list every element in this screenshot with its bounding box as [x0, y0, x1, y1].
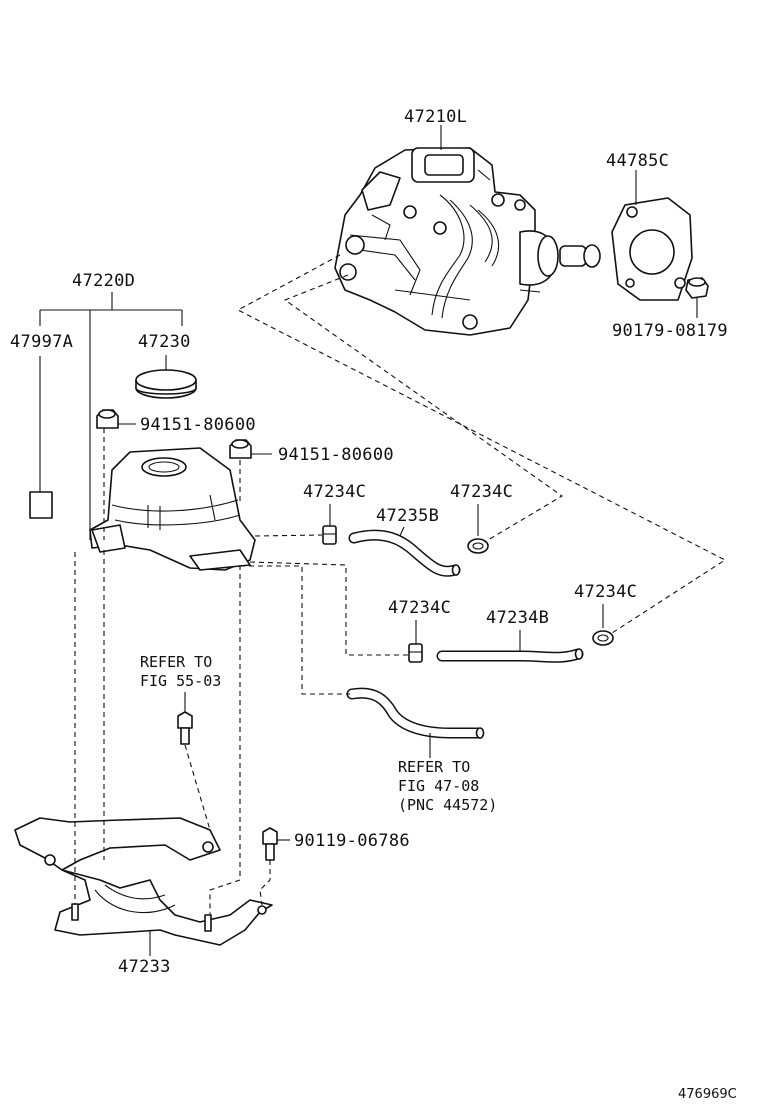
refer-55-03-line1: REFER TO [140, 653, 212, 671]
label-44785C: 44785C [606, 151, 669, 171]
refer-55-03-line2: FIG 55-03 [140, 672, 221, 690]
label-90119: 90119-06786 [294, 831, 410, 851]
refer-47-08-line2: FIG 47-08 [398, 777, 479, 795]
label-47234C-c: 47234C [388, 598, 451, 618]
caution-plate [29, 491, 53, 519]
label-47234C-b: 47234C [450, 482, 513, 502]
clamp-47234C-c [408, 643, 423, 663]
label-90179: 90179-08179 [612, 321, 728, 341]
label-47233: 47233 [118, 957, 171, 977]
label-47997A: 47997A [10, 332, 73, 352]
assembly-guide-lines [74, 254, 727, 915]
grommet-94151-b [229, 439, 252, 459]
clamp-47234C-a [322, 525, 337, 545]
label-47235B: 47235B [376, 506, 439, 526]
bracket-47233 [14, 817, 273, 946]
clamp-47234C-b [467, 538, 489, 554]
hose-47235B [348, 529, 461, 577]
label-94151-b: 94151-80600 [278, 445, 394, 465]
reservoir-cap [135, 369, 197, 399]
hose-lower [346, 687, 485, 739]
label-47210L: 47210L [404, 107, 467, 127]
gasket [611, 197, 693, 301]
leader-47220D [39, 292, 183, 540]
grommet-94151-a [96, 409, 119, 429]
refer-47-08-line3: (PNC 44572) [398, 796, 497, 814]
bolt-fig55 [177, 711, 193, 745]
hose-47234B [436, 648, 584, 663]
brake-booster-assembly [334, 147, 601, 336]
plug-90179 [685, 277, 709, 299]
label-47220D: 47220D [72, 271, 135, 291]
label-47230: 47230 [138, 332, 191, 352]
label-94151-a: 94151-80600 [140, 415, 256, 435]
diagram-code: 476969C [678, 1087, 737, 1102]
refer-47-08-line1: REFER TO [398, 758, 470, 776]
reservoir-tank [89, 447, 256, 571]
clamp-47234C-d [592, 630, 614, 646]
bolt-90119 [262, 827, 278, 861]
label-47234C-a: 47234C [303, 482, 366, 502]
label-47234B: 47234B [486, 608, 549, 628]
label-47234C-d: 47234C [574, 582, 637, 602]
